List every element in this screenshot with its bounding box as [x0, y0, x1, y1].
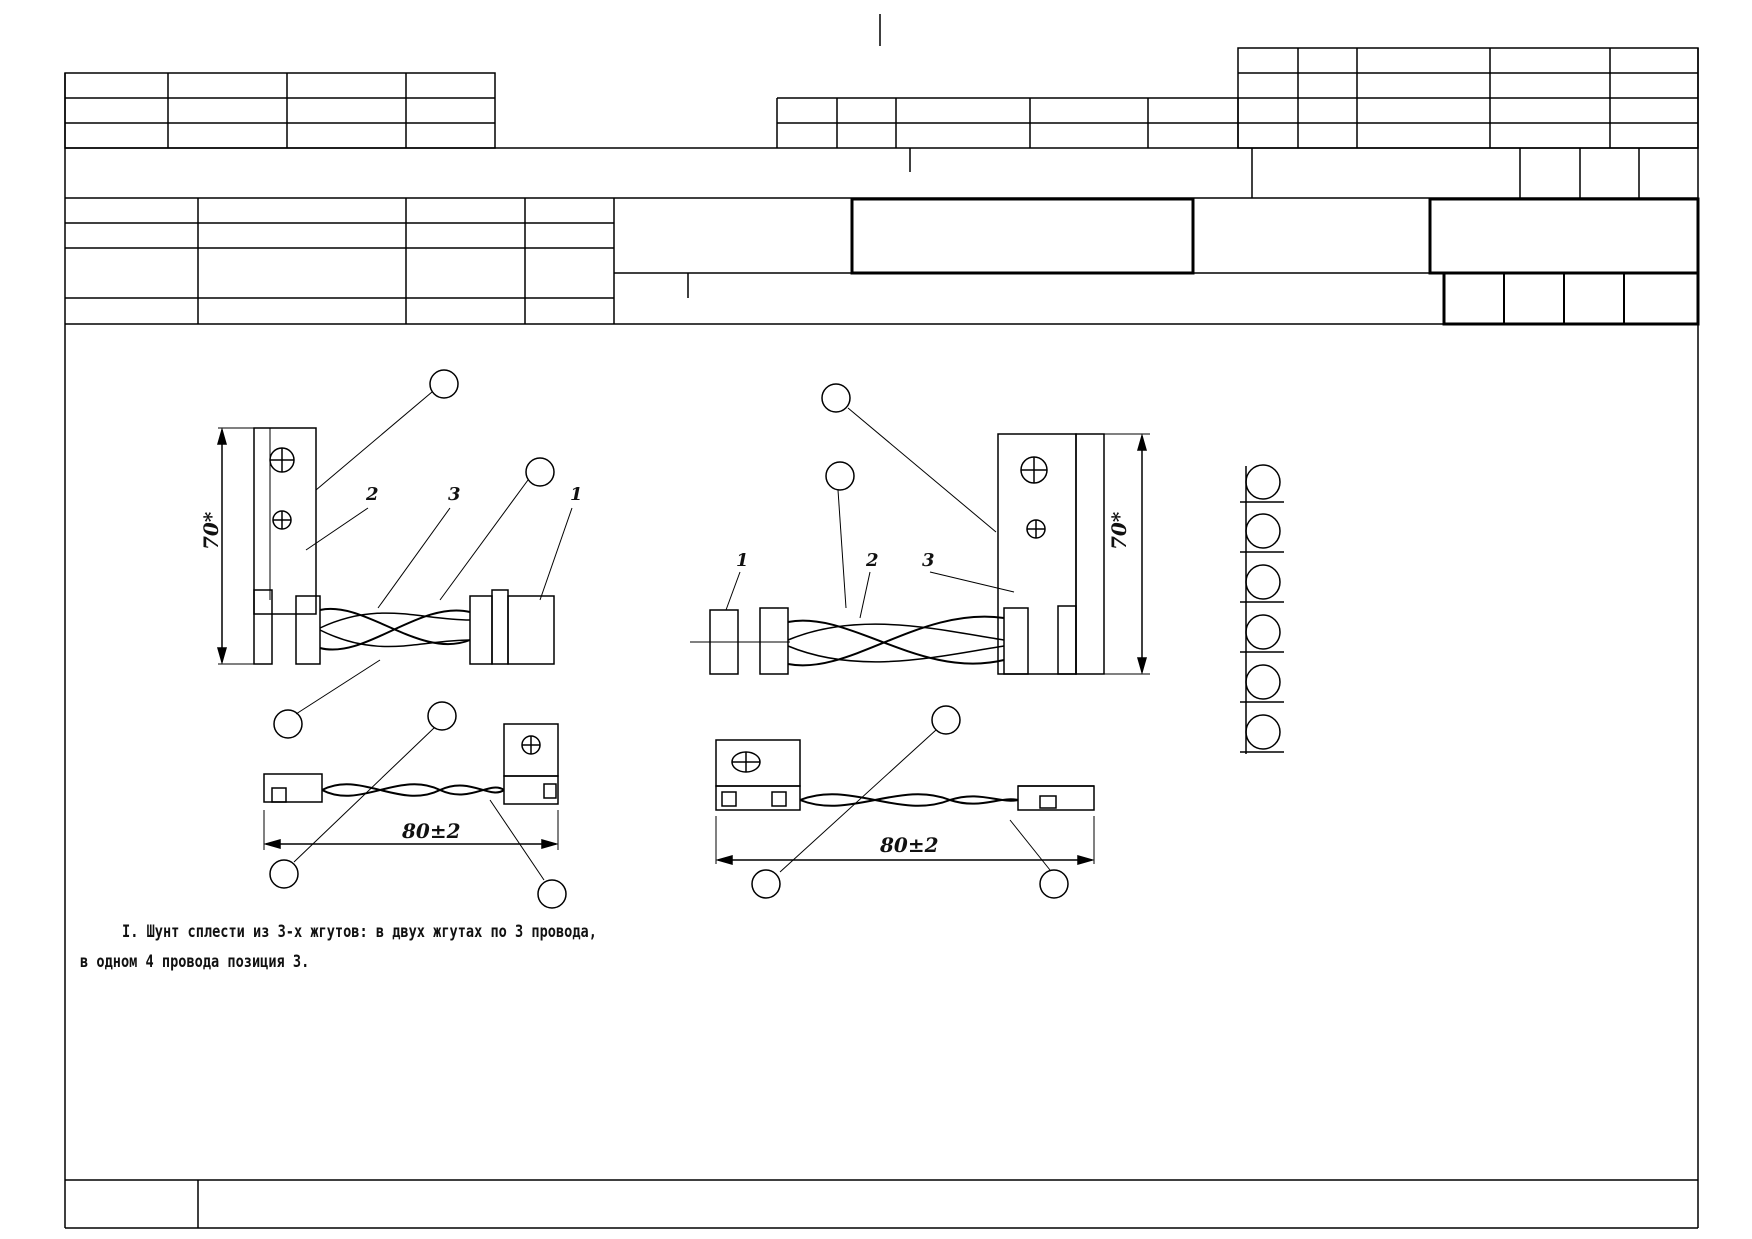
shunt-plan-view-right	[715, 739, 1095, 865]
position-label-leaders	[305, 507, 1015, 619]
drawing-note-line-2: в одном 4 провода позиция 3.	[80, 952, 310, 972]
pos-label-3-left: 3	[448, 484, 461, 505]
pos-label-2-left: 2	[365, 484, 379, 505]
leader-lines	[293, 391, 1051, 881]
drawing-note-line-1: I. Шунт сплести из 3-х жгутов: в двух жг…	[122, 922, 597, 942]
title-block	[64, 14, 1700, 1229]
pos-label-3-right: 3	[922, 550, 935, 571]
shunt-front-view-right	[690, 433, 1150, 675]
dimension-labels: 70* 70* 80±2 80±2	[199, 511, 1131, 857]
position-labels: 2 3 1 1 2 3	[365, 484, 935, 571]
pos-label-2-right: 2	[865, 550, 879, 571]
dim-height-left: 70*	[199, 511, 223, 550]
pos-label-1-left: 1	[570, 484, 583, 505]
dim-height-right: 70*	[1107, 511, 1131, 550]
position-balloons	[269, 369, 1069, 909]
pos-label-1-right: 1	[736, 550, 749, 571]
dim-length-left: 80±2	[401, 819, 461, 843]
shunt-front-view-left	[217, 427, 555, 665]
legend-column	[1240, 464, 1284, 754]
shunt-plan-view-left	[263, 723, 559, 850]
dim-length-right: 80±2	[879, 833, 939, 857]
